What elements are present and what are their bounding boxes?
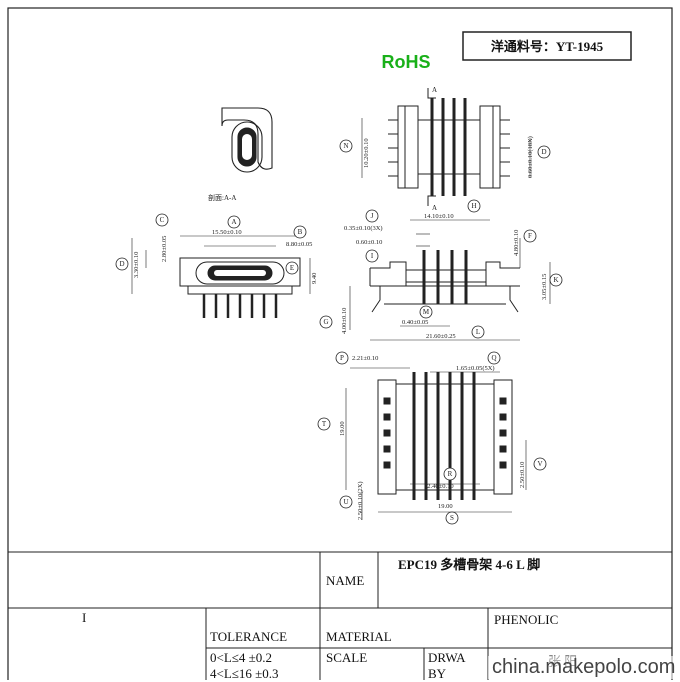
svg-text:P: P bbox=[340, 354, 344, 362]
svg-text:10.20±0.10: 10.20±0.10 bbox=[363, 138, 370, 168]
svg-text:2.50±0.10(2X): 2.50±0.10(2X) bbox=[357, 481, 364, 520]
svg-text:F: F bbox=[528, 232, 532, 240]
svg-text:E: E bbox=[290, 264, 294, 272]
part-description: EPC19 多槽骨架 4-6 L 脚 bbox=[398, 557, 541, 572]
svg-text:N: N bbox=[343, 142, 348, 150]
svg-text:T: T bbox=[322, 420, 327, 428]
svg-text:4.80±0.10: 4.80±0.10 bbox=[513, 230, 520, 256]
tolerance-row-2: 4<L≤16 ±0.3 bbox=[210, 666, 279, 681]
callout-u: U 2.50±0.10(2X) bbox=[339, 481, 364, 520]
callout-p: P 2.21±0.10 bbox=[335, 351, 378, 365]
material-label: MATERIAL bbox=[326, 629, 392, 644]
part-number: 洋通料号：YT-1945 bbox=[491, 39, 604, 54]
svg-text:2.80±0.05: 2.80±0.05 bbox=[161, 236, 168, 262]
svg-text:4.00±0.10: 4.00±0.10 bbox=[341, 308, 348, 334]
callout-m: M 0.40±0.05 bbox=[402, 305, 433, 326]
callout-b: B 8.80±0.05 bbox=[286, 225, 312, 248]
callout-e: E 9.40 bbox=[285, 261, 318, 284]
svg-text:0.40±0.05: 0.40±0.05 bbox=[402, 319, 428, 326]
drawing-frame bbox=[7, 7, 673, 680]
svg-text:3.30±0.10: 3.30±0.10 bbox=[133, 252, 140, 278]
svg-text:Q: Q bbox=[491, 354, 496, 362]
callout-f: F 4.80±0.10 bbox=[513, 229, 537, 256]
scale-label: SCALE bbox=[326, 650, 368, 665]
callout-k: K 3.05±0.15 bbox=[541, 273, 563, 300]
svg-text:U: U bbox=[343, 498, 348, 506]
callout-r: R 12.40±0.10 bbox=[424, 467, 457, 490]
title-block-mark: I bbox=[82, 610, 87, 625]
section-mark-bottom: A bbox=[432, 204, 437, 212]
material-value: PHENOLIC bbox=[494, 612, 559, 627]
svg-text:19.00: 19.00 bbox=[339, 421, 346, 436]
svg-text:R: R bbox=[448, 470, 453, 478]
drawn-by-label-1: DRWA bbox=[428, 650, 466, 665]
name-label: NAME bbox=[326, 573, 365, 588]
rohs-mark: RoHS bbox=[382, 52, 431, 72]
svg-text:A: A bbox=[231, 218, 236, 226]
callout-t: T 19.00 bbox=[317, 417, 346, 436]
callout-d-left: D 3.30±0.10 bbox=[115, 252, 140, 278]
drawn-by-label-2: BY bbox=[428, 666, 447, 681]
svg-text:C: C bbox=[160, 216, 165, 224]
svg-text:J: J bbox=[371, 212, 374, 220]
svg-text:19.00: 19.00 bbox=[438, 503, 453, 510]
svg-text:0.60±0.10(18X): 0.60±0.10(18X) bbox=[527, 136, 534, 178]
callout-j: J 0.35±0.10(3X) bbox=[344, 209, 383, 232]
callout-n: N 10.20±0.10 bbox=[339, 138, 370, 168]
tolerance-row-1: 0<L≤4 ±0.2 bbox=[210, 650, 273, 665]
tolerance-label: TOLERANCE bbox=[210, 629, 288, 644]
callout-g: G 4.00±0.10 bbox=[319, 308, 348, 334]
bottom-view bbox=[345, 367, 527, 520]
part-number-box bbox=[462, 31, 632, 61]
callout-q: Q 1.65±0.05(5X) bbox=[456, 351, 501, 372]
section-mark-top: A bbox=[432, 86, 437, 94]
svg-text:D: D bbox=[541, 148, 546, 156]
callout-a: A 15.50±0.10 bbox=[212, 215, 242, 236]
svg-text:K: K bbox=[553, 276, 558, 284]
callout-v: V 2.50±0.10 bbox=[519, 457, 547, 488]
svg-text:21.60±0.25: 21.60±0.25 bbox=[426, 333, 456, 340]
svg-text:M: M bbox=[423, 308, 430, 316]
svg-text:S: S bbox=[450, 514, 454, 522]
callout-s: S 19.00 bbox=[438, 503, 459, 525]
svg-text:0.35±0.10(3X): 0.35±0.10(3X) bbox=[344, 225, 383, 232]
svg-text:15.50±0.10: 15.50±0.10 bbox=[212, 229, 242, 236]
svg-text:I: I bbox=[371, 252, 374, 260]
svg-text:2.21±0.10: 2.21±0.10 bbox=[352, 355, 378, 362]
svg-text:0.60±0.10: 0.60±0.10 bbox=[356, 239, 382, 246]
side-view bbox=[349, 219, 551, 341]
svg-text:G: G bbox=[323, 318, 328, 326]
section-view bbox=[221, 107, 273, 173]
front-view bbox=[131, 235, 311, 318]
svg-text:D: D bbox=[119, 260, 124, 268]
svg-text:V: V bbox=[537, 460, 542, 468]
svg-text:12.40±0.10: 12.40±0.10 bbox=[424, 483, 454, 490]
section-caption: 剖面:A-A bbox=[208, 193, 236, 202]
svg-text:3.05±0.15: 3.05±0.15 bbox=[541, 274, 548, 300]
callout-c: C 2.80±0.05 bbox=[155, 213, 169, 262]
svg-text:B: B bbox=[298, 228, 303, 236]
callout-d-top: D 0.60±0.10(18X) bbox=[527, 136, 551, 178]
callout-i: I 0.60±0.10 bbox=[356, 239, 382, 263]
svg-text:2.50±0.10: 2.50±0.10 bbox=[519, 462, 526, 488]
svg-text:1.65±0.05(5X): 1.65±0.05(5X) bbox=[456, 365, 495, 372]
svg-text:9.40: 9.40 bbox=[311, 273, 318, 284]
svg-text:14.10±0.10: 14.10±0.10 bbox=[424, 213, 454, 220]
watermark: china.makepolo.com bbox=[488, 656, 680, 679]
svg-text:L: L bbox=[476, 328, 480, 336]
callout-l: L 21.60±0.25 bbox=[426, 325, 485, 340]
callout-h: H 14.10±0.10 bbox=[424, 199, 481, 220]
svg-text:H: H bbox=[471, 202, 476, 210]
svg-text:8.80±0.05: 8.80±0.05 bbox=[286, 241, 312, 248]
top-view bbox=[361, 88, 531, 206]
